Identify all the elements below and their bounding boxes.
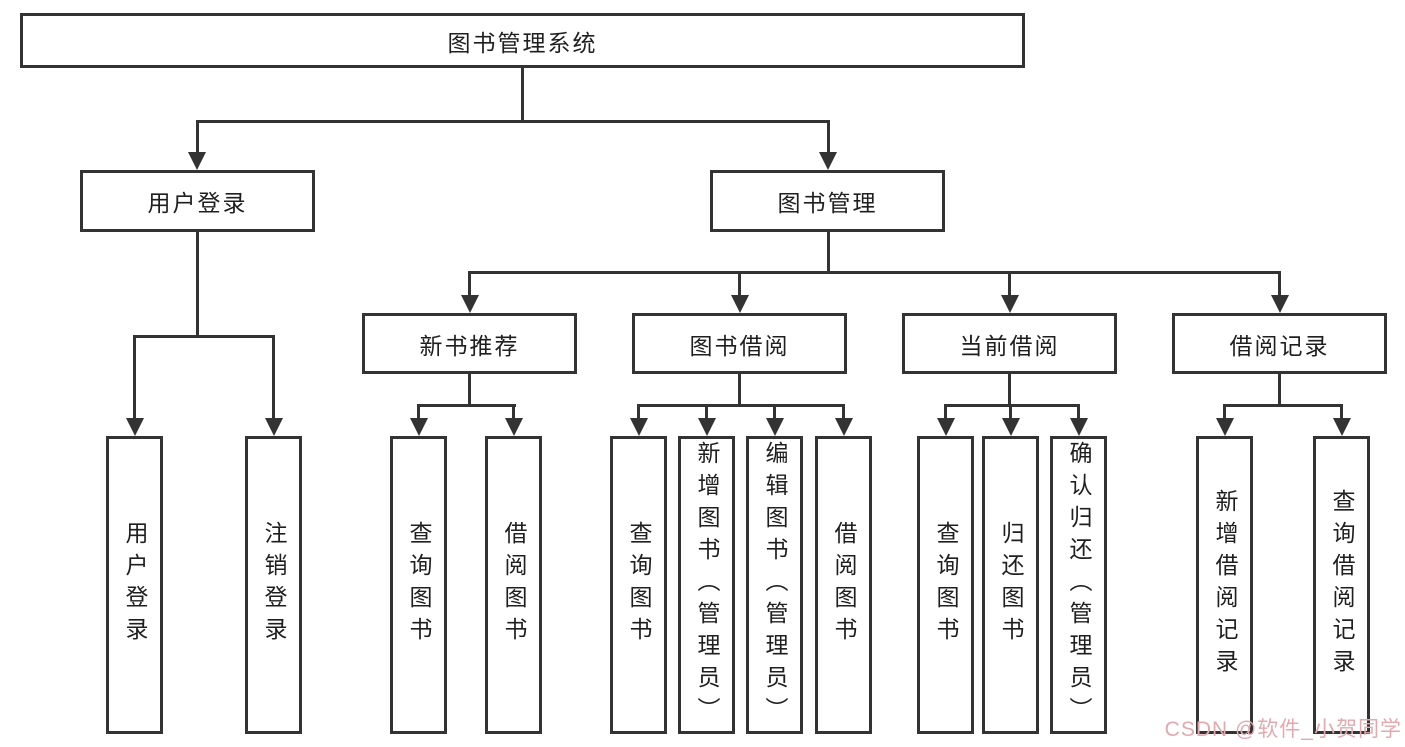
- arrow-down-icon: [1070, 418, 1088, 436]
- arrow-down-icon: [766, 418, 784, 436]
- arrow-down-icon: [505, 418, 523, 436]
- node-book-borrow: 图书借阅: [632, 313, 847, 374]
- connector-line: [944, 404, 947, 421]
- leaf-return-book: 归还图书: [982, 436, 1039, 734]
- connector-line: [512, 404, 515, 421]
- connector-line: [468, 271, 471, 299]
- leaf-logout: 注销登录: [245, 436, 302, 734]
- leaf-borrow-book-recommend: 借阅图书: [485, 436, 542, 734]
- connector-line: [468, 271, 1281, 274]
- leaf-confirm-return-admin: 确认归还（管理员）: [1050, 436, 1107, 734]
- connector-line: [1077, 404, 1080, 421]
- connector-line: [944, 404, 1080, 407]
- arrow-down-icon: [835, 418, 853, 436]
- arrow-down-icon: [188, 152, 206, 170]
- connector-line: [417, 404, 516, 407]
- connector-line: [1009, 404, 1012, 421]
- connector-line: [1008, 374, 1011, 406]
- arrow-down-icon: [410, 418, 428, 436]
- leaf-edit-book-admin: 编辑图书（管理员）: [746, 436, 803, 734]
- arrow-down-icon: [1271, 295, 1289, 313]
- leaf-add-borrow-record: 新增借阅记录: [1196, 436, 1253, 734]
- connector-line: [1340, 404, 1343, 421]
- connector-line: [1278, 374, 1281, 406]
- connector-line: [827, 120, 830, 156]
- connector-line: [842, 404, 845, 421]
- connector-line: [133, 335, 275, 338]
- arrow-down-icon: [731, 295, 749, 313]
- connector-line: [1223, 404, 1226, 421]
- leaf-add-book-admin: 新增图书（管理员）: [678, 436, 735, 734]
- arrow-down-icon: [1333, 418, 1351, 436]
- connector-line: [1278, 271, 1281, 299]
- connector-line: [1223, 404, 1343, 407]
- arrow-down-icon: [630, 418, 648, 436]
- connector-line: [738, 271, 741, 299]
- leaf-query-book-borrow: 查询图书: [610, 436, 667, 734]
- connector-line: [637, 404, 640, 421]
- leaf-borrow-book: 借阅图书: [815, 436, 872, 734]
- node-new-book-recommend: 新书推荐: [362, 313, 577, 374]
- leaf-query-book-current: 查询图书: [917, 436, 974, 734]
- connector-line: [637, 404, 845, 407]
- node-root: 图书管理系统: [20, 13, 1025, 68]
- node-borrow-record: 借阅记录: [1172, 313, 1387, 374]
- connector-line: [827, 232, 830, 273]
- connector-line: [521, 68, 524, 122]
- node-book-management: 图书管理: [710, 170, 945, 232]
- arrow-down-icon: [698, 418, 716, 436]
- connector-line: [468, 374, 471, 406]
- watermark: CSDN @软件_小贺同学: [1164, 718, 1402, 741]
- arrow-down-icon: [819, 152, 837, 170]
- arrow-down-icon: [126, 418, 144, 436]
- connector-line: [133, 335, 136, 421]
- connector-line: [196, 120, 199, 156]
- arrow-down-icon: [461, 295, 479, 313]
- node-user-login: 用户登录: [80, 170, 315, 232]
- arrow-down-icon: [1001, 295, 1019, 313]
- connector-line: [738, 374, 741, 406]
- connector-line: [272, 335, 275, 421]
- connector-line: [196, 120, 830, 123]
- leaf-query-borrow-record: 查询借阅记录: [1313, 436, 1370, 734]
- connector-line: [196, 232, 199, 337]
- arrow-down-icon: [265, 418, 283, 436]
- arrow-down-icon: [1216, 418, 1234, 436]
- connector-line: [773, 404, 776, 421]
- connector-line: [417, 404, 420, 421]
- node-current-borrow: 当前借阅: [902, 313, 1117, 374]
- connector-line: [705, 404, 708, 421]
- connector-line: [1008, 271, 1011, 299]
- leaf-query-book-recommend: 查询图书: [390, 436, 447, 734]
- leaf-user-login: 用户登录: [106, 436, 163, 734]
- arrow-down-icon: [1002, 418, 1020, 436]
- arrow-down-icon: [937, 418, 955, 436]
